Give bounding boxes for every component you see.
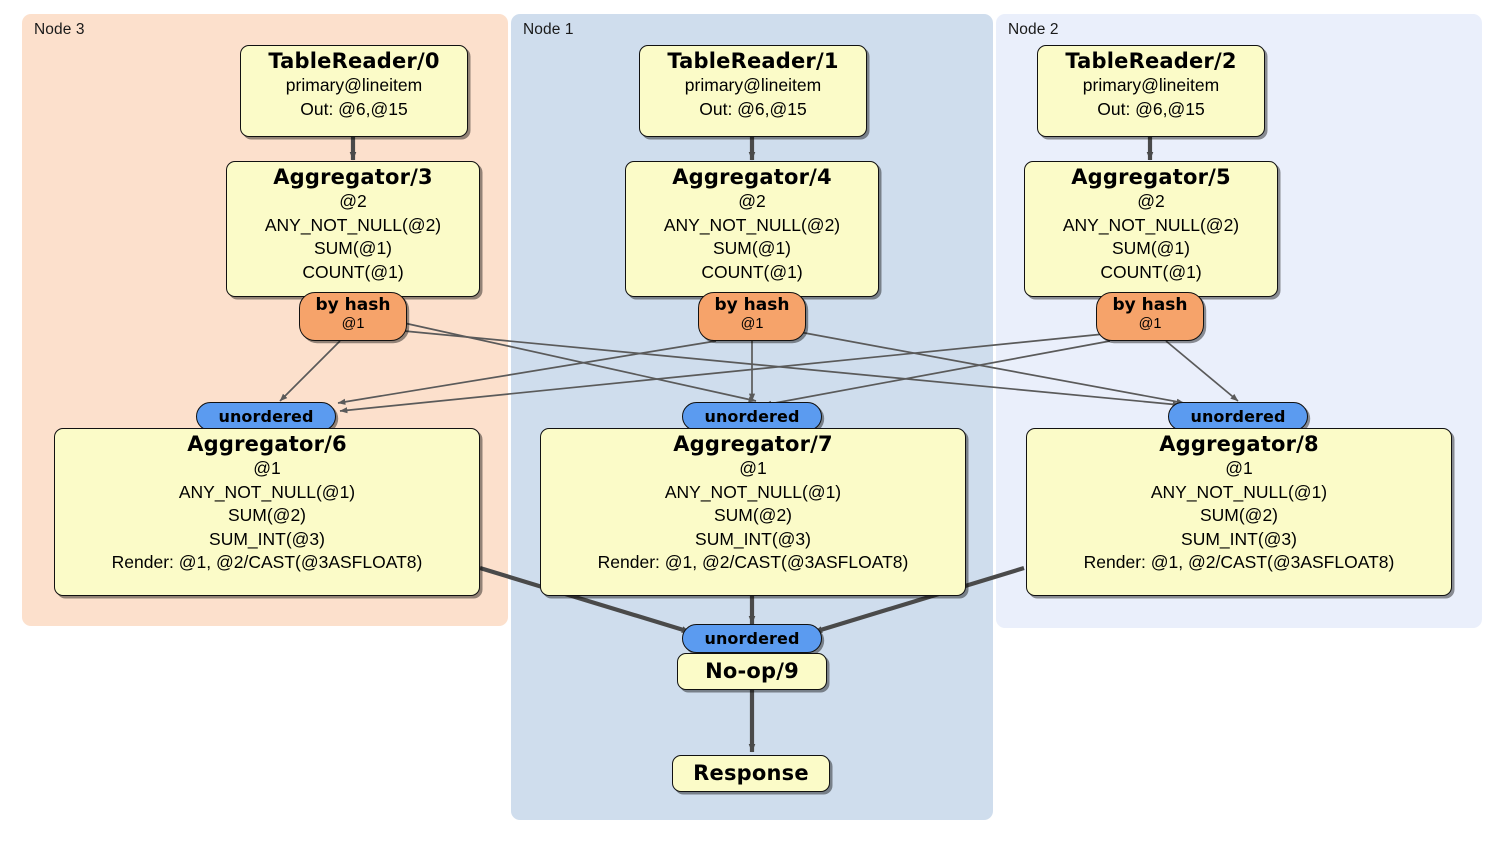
- box-title: No-op/9: [705, 659, 799, 683]
- box-line: Out: @6,@15: [300, 98, 408, 119]
- box-aggregator-4[interactable]: Aggregator/4 @2 ANY_NOT_NULL(@2) SUM(@1)…: [625, 161, 879, 297]
- box-table-reader-1[interactable]: TableReader/1 primary@lineitem Out: @6,@…: [639, 45, 867, 137]
- box-line: @1: [739, 458, 767, 478]
- box-line: Out: @6,@15: [699, 98, 807, 119]
- box-line: @2: [1137, 191, 1165, 211]
- box-line: SUM(@2): [227, 505, 307, 525]
- box-line: COUNT(@1): [1100, 261, 1202, 282]
- router-title: by hash: [1112, 295, 1188, 315]
- box-title: Aggregator/8: [1159, 432, 1319, 456]
- box-line: ANY_NOT_NULL(@2): [1062, 214, 1240, 235]
- box-table-reader-2[interactable]: TableReader/2 primary@lineitem Out: @6,@…: [1037, 45, 1265, 137]
- box-line: Render: @1, @2/CAST(@3ASFLOAT8): [597, 552, 909, 572]
- router-by-hash-5[interactable]: by hash @1: [1096, 292, 1204, 341]
- box-line: Out: @6,@15: [1097, 98, 1205, 119]
- router-title: by hash: [315, 295, 391, 315]
- box-aggregator-6[interactable]: Aggregator/6 @1 ANY_NOT_NULL(@1) SUM(@2)…: [54, 428, 480, 596]
- box-line: ANY_NOT_NULL(@1): [178, 481, 356, 502]
- box-aggregator-3[interactable]: Aggregator/3 @2 ANY_NOT_NULL(@2) SUM(@1)…: [226, 161, 480, 297]
- box-title: TableReader/0: [268, 49, 440, 73]
- box-line: SUM(@1): [313, 238, 393, 258]
- box-title: Aggregator/5: [1071, 165, 1231, 189]
- box-line: COUNT(@1): [302, 261, 404, 282]
- router-line: @1: [341, 316, 365, 332]
- box-title: TableReader/1: [667, 49, 839, 73]
- box-line: Render: @1, @2/CAST(@3ASFLOAT8): [1083, 552, 1395, 572]
- box-title: Aggregator/7: [673, 432, 833, 456]
- box-line: @2: [738, 191, 766, 211]
- box-aggregator-8[interactable]: Aggregator/8 @1 ANY_NOT_NULL(@1) SUM(@2)…: [1026, 428, 1452, 596]
- box-line: SUM(@2): [1199, 505, 1279, 525]
- router-by-hash-3[interactable]: by hash @1: [299, 292, 407, 341]
- box-line: COUNT(@1): [701, 261, 803, 282]
- box-aggregator-7[interactable]: Aggregator/7 @1 ANY_NOT_NULL(@1) SUM(@2)…: [540, 428, 966, 596]
- box-line: Render: @1, @2/CAST(@3ASFLOAT8): [111, 552, 423, 572]
- panel-node-1-label: Node 1: [523, 21, 574, 38]
- box-title: Aggregator/6: [187, 432, 347, 456]
- stream-unordered-final[interactable]: unordered: [682, 624, 822, 653]
- router-line: @1: [1138, 316, 1162, 332]
- box-line: primary@lineitem: [1082, 75, 1220, 95]
- panel-node-2-label: Node 2: [1008, 21, 1059, 38]
- stream-unordered-6[interactable]: unordered: [196, 402, 336, 431]
- box-title: Aggregator/4: [672, 165, 832, 189]
- box-line: SUM_INT(@3): [695, 528, 811, 549]
- stream-unordered-8[interactable]: unordered: [1168, 402, 1308, 431]
- box-line: ANY_NOT_NULL(@1): [1150, 481, 1328, 502]
- panel-node-3-label: Node 3: [34, 21, 85, 38]
- box-title: Response: [693, 761, 809, 785]
- box-response[interactable]: Response: [672, 755, 830, 792]
- box-line: SUM(@1): [1111, 238, 1191, 258]
- box-line: @1: [253, 458, 281, 478]
- router-title: by hash: [714, 295, 790, 315]
- box-title: TableReader/2: [1065, 49, 1237, 73]
- box-line: ANY_NOT_NULL(@2): [663, 214, 841, 235]
- box-line: primary@lineitem: [684, 75, 822, 95]
- box-line: SUM(@1): [712, 238, 792, 258]
- box-line: SUM(@2): [713, 505, 793, 525]
- box-aggregator-5[interactable]: Aggregator/5 @2 ANY_NOT_NULL(@2) SUM(@1)…: [1024, 161, 1278, 297]
- box-line: primary@lineitem: [285, 75, 423, 95]
- box-line: SUM_INT(@3): [1181, 528, 1297, 549]
- box-line: ANY_NOT_NULL(@1): [664, 481, 842, 502]
- box-title: Aggregator/3: [273, 165, 433, 189]
- stream-unordered-7[interactable]: unordered: [682, 402, 822, 431]
- box-no-op-9[interactable]: No-op/9: [677, 653, 827, 690]
- box-line: @1: [1225, 458, 1253, 478]
- box-line: @2: [339, 191, 367, 211]
- box-table-reader-0[interactable]: TableReader/0 primary@lineitem Out: @6,@…: [240, 45, 468, 137]
- box-line: SUM_INT(@3): [209, 528, 325, 549]
- box-line: ANY_NOT_NULL(@2): [264, 214, 442, 235]
- router-by-hash-4[interactable]: by hash @1: [698, 292, 806, 341]
- router-line: @1: [740, 316, 764, 332]
